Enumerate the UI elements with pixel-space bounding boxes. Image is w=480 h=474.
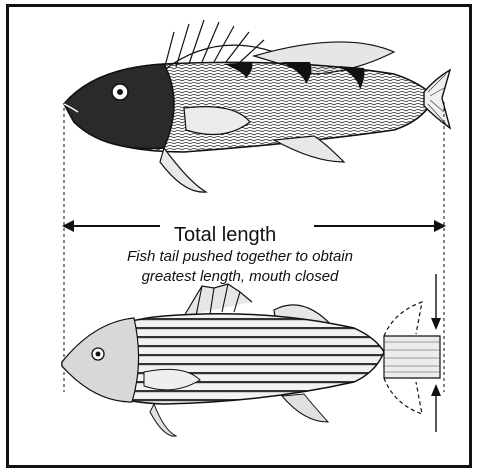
caption-line-1: Fish tail pushed together to obtain [14,248,466,265]
top-fish [64,20,450,192]
diagram-panel: Total length Fish tail pushed together t… [14,12,466,464]
caption-line-2: greatest length, mouth closed [14,268,466,285]
total-length-label: Total length [174,224,276,247]
bottom-fish [62,274,441,436]
